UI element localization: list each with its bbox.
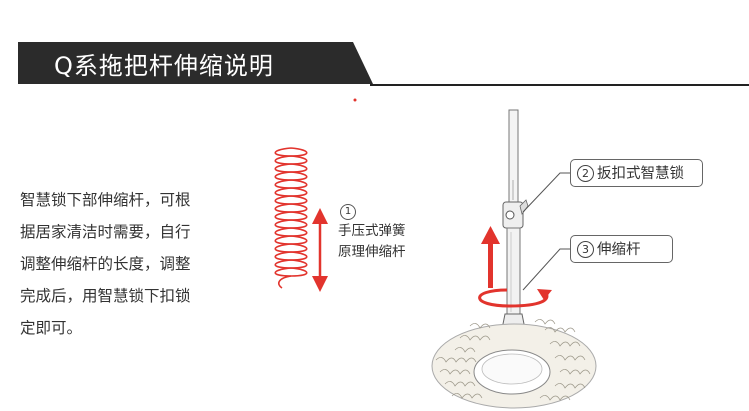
description-line: 定即可。 <box>20 319 83 337</box>
double-arrow-icon <box>312 208 328 292</box>
mop-head <box>431 319 597 409</box>
spring-note: 1 手压式弹簧 原理伸缩杆 <box>338 200 406 263</box>
spring-note-number: 1 <box>340 204 356 220</box>
title-banner: Q系拖把杆伸缩说明 <box>18 40 373 85</box>
description-line: 智慧锁下部伸缩杆，可根 <box>20 191 191 209</box>
decoration-dot <box>353 98 357 102</box>
description-line: 据居家清洁时需要，自行 <box>20 223 191 241</box>
title-banner-shape <box>18 42 373 84</box>
callout-lock-label: 扳扣式智慧锁 <box>597 166 684 182</box>
description-line: 完成后，用智慧锁下扣锁 <box>20 287 191 305</box>
callout-pole-label: 伸缩杆 <box>597 242 641 258</box>
mop-handle <box>498 109 530 351</box>
spring-note-line2: 原理伸缩杆 <box>338 244 406 260</box>
callout-pole-number: 3 <box>577 241 594 258</box>
description: 智慧锁下部伸缩杆，可根 据居家清洁时需要，自行 调整伸缩杆的长度，调整 完成后，… <box>20 184 242 344</box>
callout-leader-lines <box>522 172 570 291</box>
callout-lock-number: 2 <box>577 165 594 182</box>
title-underline <box>370 84 749 86</box>
spring-coil-icon <box>274 147 308 289</box>
description-line: 调整伸缩杆的长度，调整 <box>20 255 191 273</box>
page-title: Q系拖把杆伸缩说明 <box>54 52 274 80</box>
spring-note-line1: 手压式弹簧 <box>338 223 406 239</box>
rotate-ring-icon <box>478 288 552 308</box>
up-arrow-icon <box>481 226 500 288</box>
